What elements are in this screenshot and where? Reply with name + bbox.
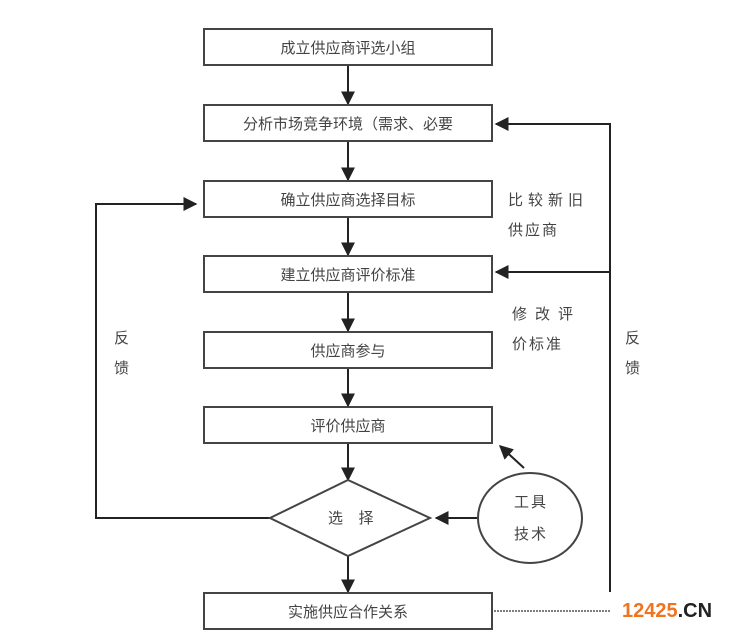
left-feedback-label-1: 反: [114, 329, 132, 347]
step-label: 分析市场竞争环境（需求、必要: [242, 114, 453, 133]
step-label: 评价供应商: [310, 416, 386, 435]
decision-label: 选 择: [328, 509, 376, 527]
step-set-goals: 确立供应商选择目标: [203, 180, 493, 218]
right-feedback-label-2: 馈: [625, 359, 643, 377]
tool-node-line1: 工具: [514, 493, 549, 511]
step-label: 确立供应商选择目标: [280, 190, 416, 209]
step-build-criteria: 建立供应商评价标准: [203, 255, 493, 293]
step-analyze-market: 分析市场竞争环境（需求、必要: [203, 104, 493, 142]
decision-diamond: [267, 478, 433, 558]
left-feedback-label-2: 馈: [114, 359, 132, 377]
step-supplier-participation: 供应商参与: [203, 331, 493, 369]
annotation-modify-2: 价标准: [512, 335, 564, 353]
tool-node-ellipse: [477, 472, 583, 564]
right-feedback-line: [494, 117, 611, 592]
left-feedback-line: [95, 197, 270, 519]
annotation-compare-1: 比较新旧: [508, 191, 589, 209]
annotation-modify-1: 修改评: [512, 305, 582, 323]
step-label: 实施供应合作关系: [287, 602, 408, 621]
watermark-number: 12425: [622, 600, 678, 622]
step-label: 成立供应商评选小组: [280, 38, 416, 57]
step-implement-partnership: 实施供应合作关系: [203, 592, 493, 630]
watermark-domain: .CN: [677, 600, 713, 622]
step-form-team: 成立供应商评选小组: [203, 28, 493, 66]
annotation-compare-2: 供应商: [508, 221, 560, 239]
tool-node-line2: 技术: [514, 525, 549, 543]
arrow-tool-s6: [498, 445, 525, 469]
step-evaluate-suppliers: 评价供应商: [203, 406, 493, 444]
step-label: 建立供应商评价标准: [280, 265, 416, 284]
step-label: 供应商参与: [310, 341, 386, 360]
right-feedback-label-1: 反: [625, 329, 643, 347]
watermark: 12425.CN: [622, 600, 712, 623]
